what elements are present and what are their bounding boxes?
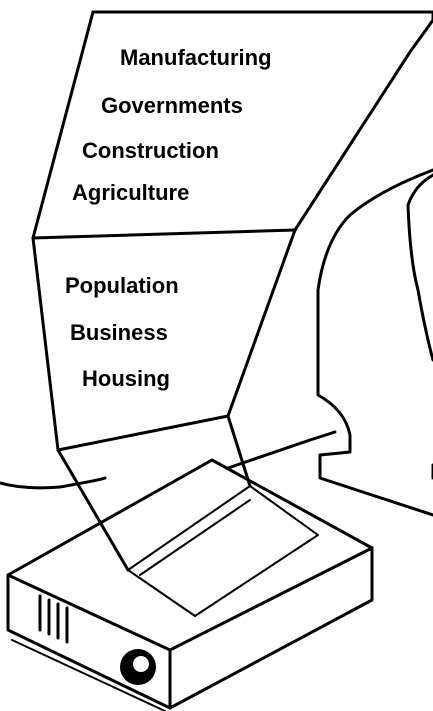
overhead-projector-icon: [8, 460, 372, 711]
label-housing: Housing: [82, 368, 170, 390]
label-agriculture: Agriculture: [72, 182, 189, 204]
label-governments: Governments: [101, 95, 243, 117]
computer-monitor-icon: [318, 170, 433, 515]
label-manufacturing: Manufacturing: [120, 47, 272, 69]
cable: [0, 478, 105, 488]
label-business: Business: [70, 322, 168, 344]
label-construction: Construction: [82, 140, 219, 162]
label-population: Population: [65, 275, 179, 297]
